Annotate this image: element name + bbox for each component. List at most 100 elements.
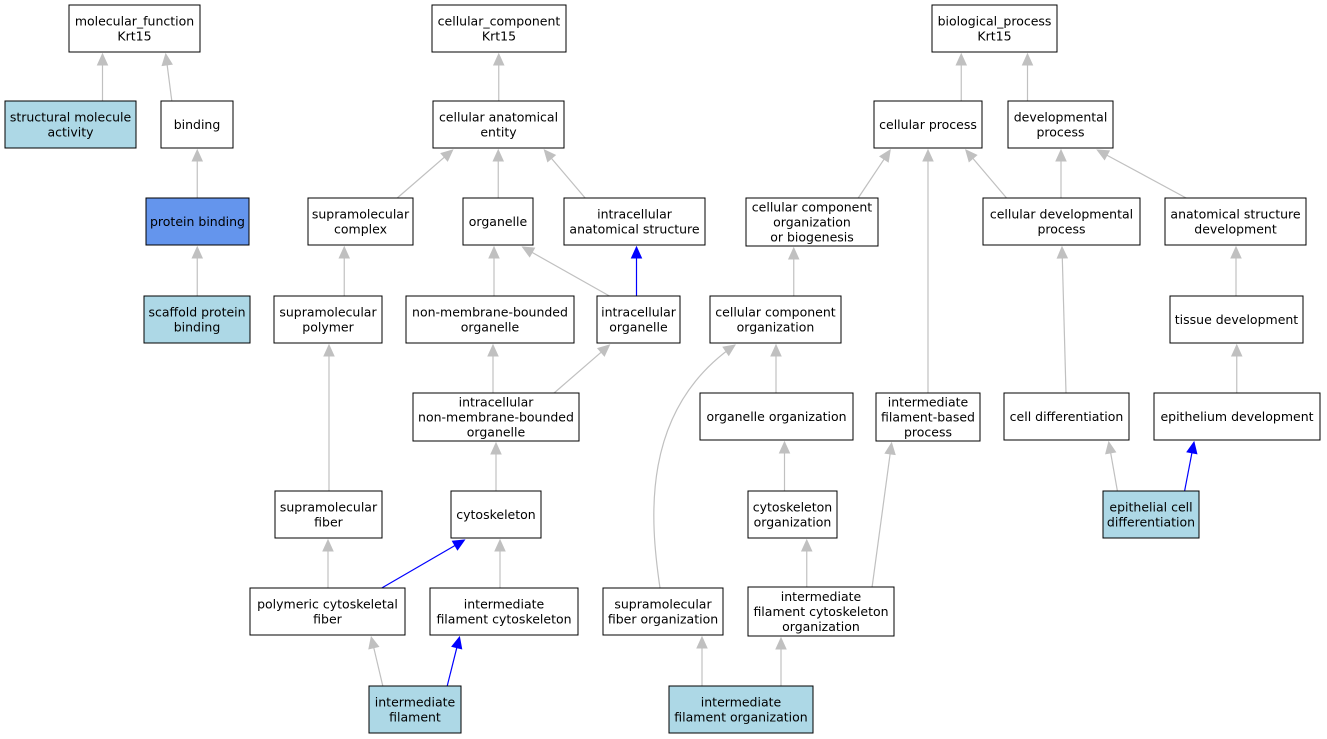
node-box [931,4,1058,53]
edge-if-to-pcf [368,635,384,687]
edge-io-to-org [521,246,610,297]
node-label-line: protein binding [150,214,245,229]
node-box [747,490,838,539]
edge-arrowhead [96,52,109,66]
edge-org-to-cae [492,148,505,198]
node-label-line: anatomical structure [569,222,699,237]
node-td[interactable]: tissue development [1169,295,1304,344]
node-box [160,100,234,149]
edge-arrowhead [191,148,204,162]
node-label-line: non-membrane-bounded [412,305,568,320]
edge-inmbo-to-nmbo [487,343,499,393]
edge-arrowhead [884,441,896,456]
node-box [596,295,681,344]
node-label-line: intermediate [701,695,782,710]
node-label-line: cellular component [715,305,835,320]
node-box [563,197,706,246]
edge-arrowhead [1186,440,1198,455]
node-oo[interactable]: organelle organization [699,392,854,441]
node-label-line: cellular developmental [990,207,1133,222]
edge-smfo-to-cco [653,344,736,589]
node-box [602,587,724,636]
edge-arrowhead [879,148,891,163]
node-label-line: binding [174,320,221,335]
node-cp[interactable]: cellular process [873,100,983,149]
edge-line [1061,256,1067,394]
edges-layer [96,52,1243,687]
edge-line [396,156,446,199]
node-label-line: scaffold protein [148,305,245,320]
node-label-line: supramolecular [312,207,410,222]
node-box [462,197,534,246]
edge-smc-to-cae [396,149,454,199]
edge-arrowhead [487,343,499,357]
node-box [745,197,879,247]
edge-inmbo-to-io [553,344,611,394]
node-org[interactable]: organelle [462,197,534,246]
node-box [431,4,567,53]
node-label-line: intermediate [781,589,862,604]
node-label-line: tissue development [1175,312,1299,327]
edge-nmbo-to-org [488,245,500,296]
edge-arrowhead [965,149,978,163]
node-label-line: intracellular [459,395,535,410]
node-label-line: organelle [461,320,520,335]
node-label-line: differentiation [1107,515,1195,530]
node-cytosk[interactable]: cytoskeleton [450,490,542,539]
edge-arrowhead [1021,52,1034,66]
edge-ias-to-cae [543,149,586,199]
node-label-line: epithelium development [1160,409,1313,424]
node-label-line: cell differentiation [1010,409,1124,424]
node-label-line: filament cytoskeleton [436,612,571,627]
node-label-line: intermediate [888,395,969,410]
node-pb[interactable]: protein binding [145,197,250,246]
edge-arrowhead [492,148,505,162]
edge-ecd-to-cd [1105,440,1118,492]
edge-line [372,646,384,687]
node-label-line: entity [480,125,517,140]
node-label-line: supramolecular [280,500,378,515]
node-box [1003,392,1130,441]
node-ed[interactable]: epithelium development [1153,392,1321,441]
node-binding[interactable]: binding [160,100,234,149]
node-inmbo[interactable]: intracellularnon-membrane-boundedorganel… [412,392,580,442]
edge-arrowhead [492,52,505,66]
node-box [249,587,406,636]
node-label-line: molecular_function [75,14,194,29]
node-label-line: intracellular [601,305,677,320]
edge-arrowhead [451,539,466,551]
edge-arrowhead [1105,440,1117,455]
node-cd[interactable]: cell differentiation [1003,392,1130,441]
edge-arrowhead [922,148,934,162]
node-label-line: filament [389,710,441,725]
edge-arrowhead [955,52,968,66]
edge-cytosk-to-inmbo [490,441,502,491]
node-label-line: non-membrane-bounded [418,410,574,425]
